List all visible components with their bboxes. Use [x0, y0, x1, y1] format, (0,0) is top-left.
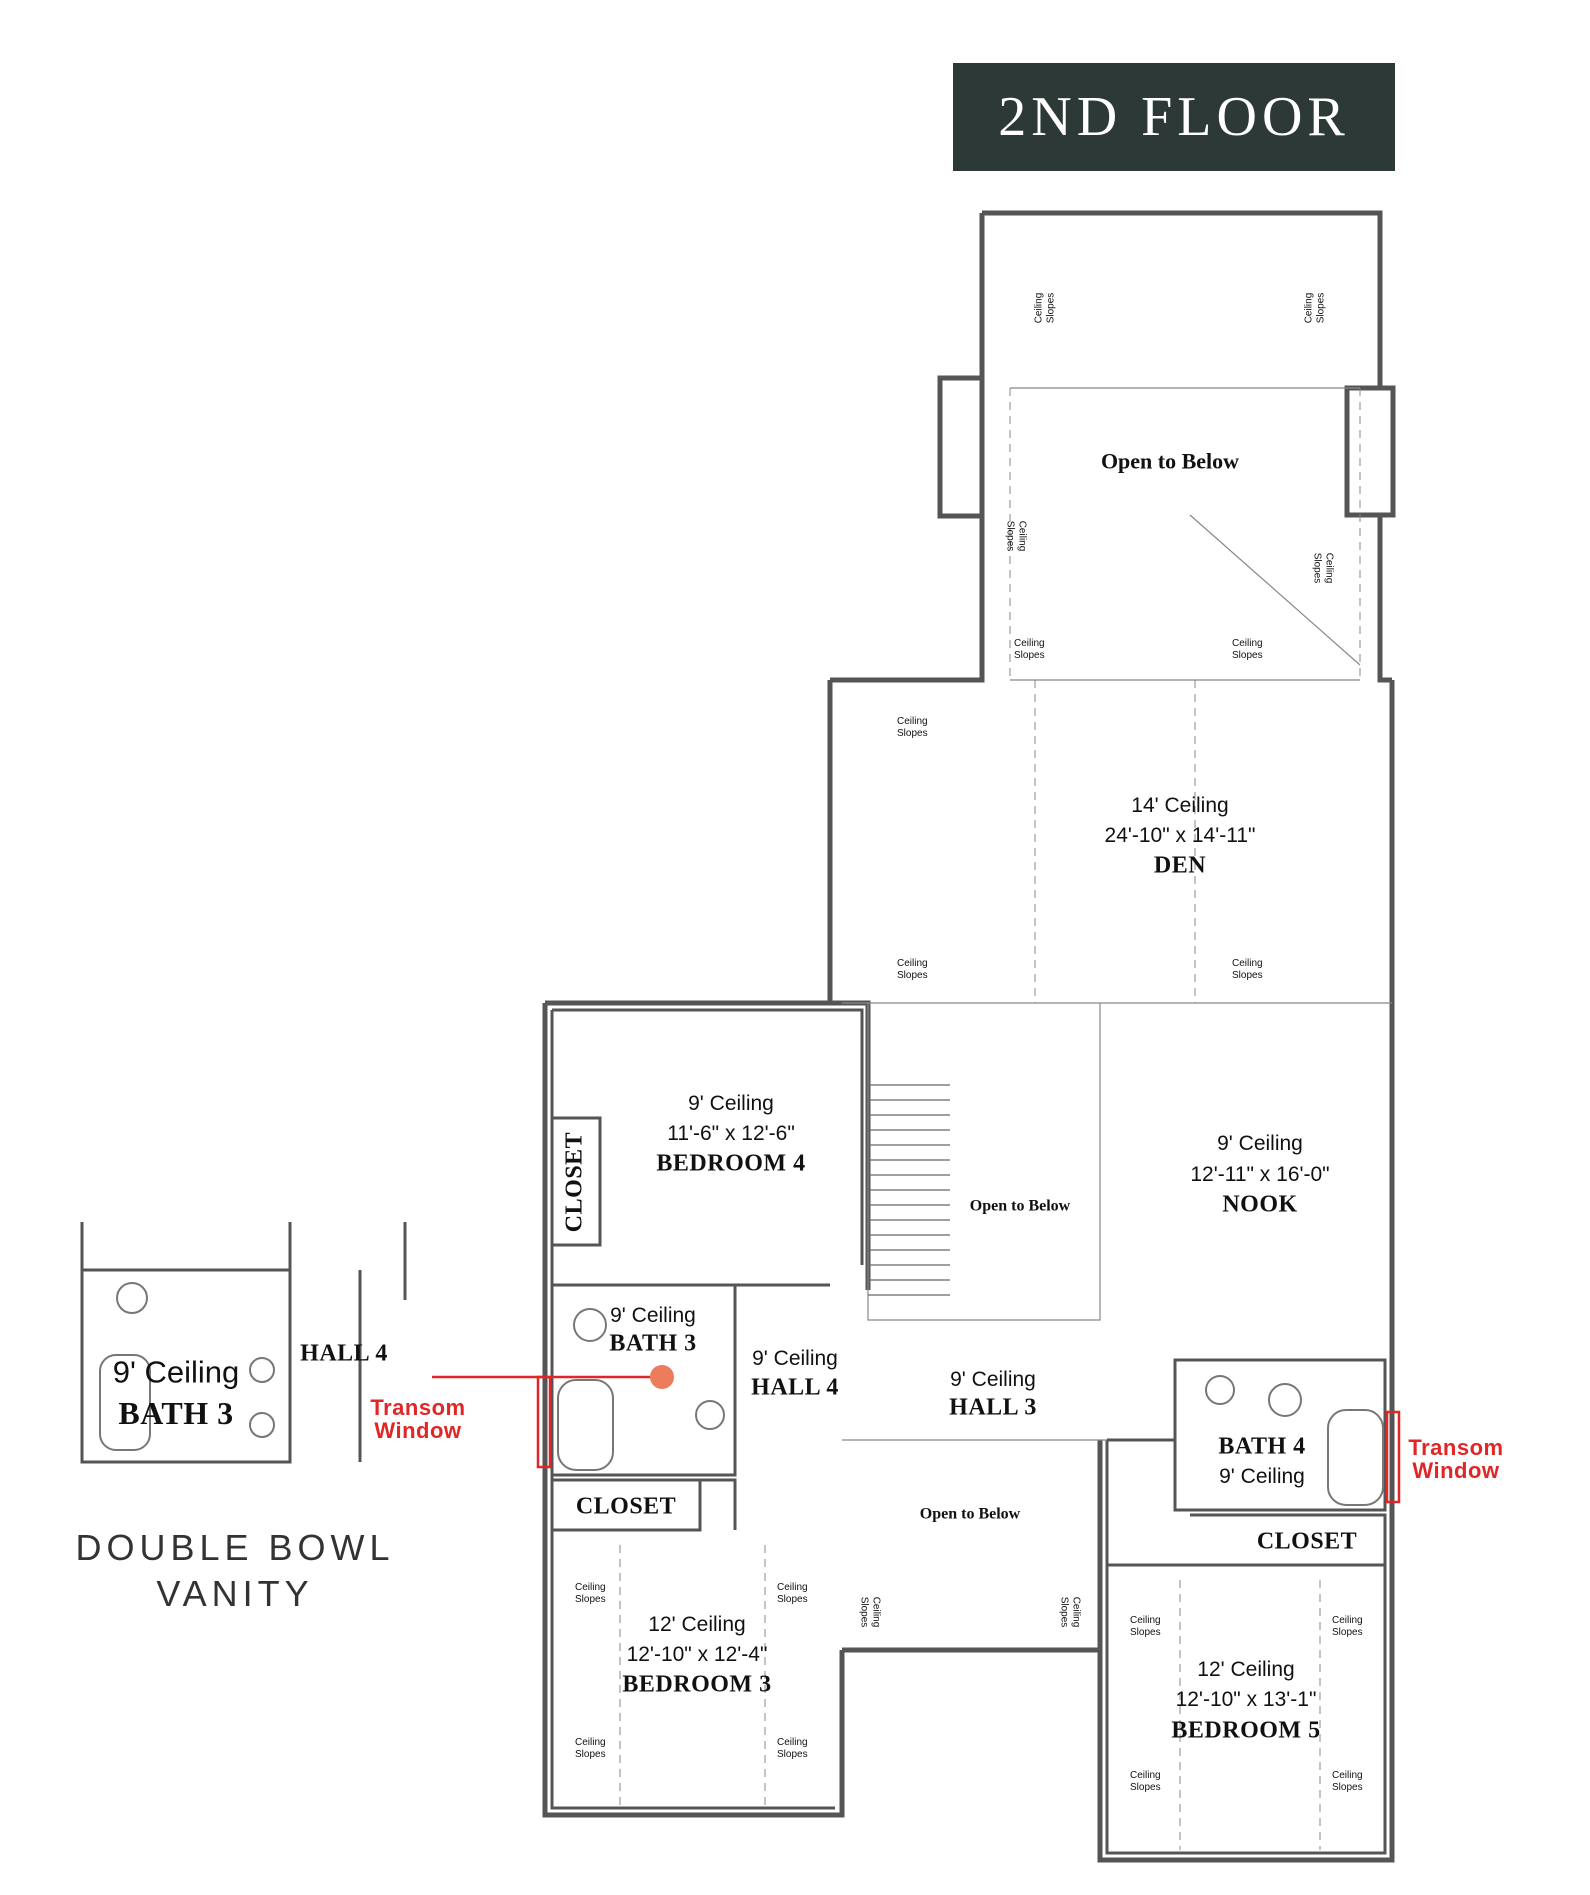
bedroom3-name: BEDROOM 3 — [622, 1671, 772, 1698]
den-dimensions: 24'-10" x 14'-11" — [1104, 823, 1256, 847]
open-to-below-upper: Open to Below — [1100, 448, 1240, 474]
floor-title-banner: 2ND FLOOR — [953, 63, 1395, 171]
bedroom4-name: BEDROOM 4 — [656, 1150, 806, 1177]
bedroom5-dimensions: 12'-10" x 13'-1" — [1175, 1687, 1317, 1711]
floor-title: 2ND FLOOR — [998, 86, 1350, 148]
inset-tub — [99, 1354, 151, 1451]
bedroom5-closet: CLOSET — [1256, 1528, 1358, 1555]
den-ceiling: 14' Ceiling — [1131, 793, 1229, 817]
transom-pointer-dot — [650, 1365, 674, 1389]
bath3-name: BATH 3 — [609, 1330, 697, 1357]
transom-window-label-left: Transom Window — [370, 1395, 466, 1443]
transom-window-label-right: Transom Window — [1408, 1435, 1504, 1483]
inset-wall — [80, 1222, 407, 1464]
bath3-tub — [557, 1379, 614, 1471]
hall4-name: HALL 4 — [751, 1374, 839, 1401]
double-bowl-vanity-caption: DOUBLE BOWL VANITY — [75, 1527, 395, 1614]
bedroom4-closet: CLOSET — [561, 1131, 588, 1233]
bath4-name: BATH 4 — [1218, 1433, 1306, 1460]
hall3-name: HALL 3 — [949, 1394, 1037, 1421]
left-bay — [937, 375, 985, 519]
bath4-tub — [1327, 1409, 1384, 1506]
nook-name: NOOK — [1222, 1191, 1298, 1218]
transom-window-bath4 — [1385, 1410, 1401, 1504]
inset-bath-name: BATH 3 — [118, 1395, 234, 1432]
bedroom4-ceiling: 9' Ceiling — [688, 1091, 774, 1115]
inset-bath-ceiling: 9' Ceiling — [112, 1354, 240, 1390]
main-outer-wall — [827, 680, 1395, 1863]
bedroom3-ceiling: 12' Ceiling — [648, 1612, 746, 1636]
bath4-ceiling: 9' Ceiling — [1219, 1464, 1305, 1488]
open-to-below-stair: Open to Below — [969, 1197, 1071, 1215]
bedroom3-closet: CLOSET — [575, 1493, 677, 1520]
den-name: DEN — [1153, 852, 1207, 879]
nook-ceiling: 9' Ceiling — [1217, 1131, 1303, 1155]
bedroom5-name: BEDROOM 5 — [1171, 1717, 1321, 1744]
right-bay — [1344, 385, 1396, 518]
hall4-ceiling: 9' Ceiling — [752, 1346, 838, 1370]
nook-dimensions: 12'-11" x 16'-0" — [1190, 1162, 1330, 1186]
bedroom5-ceiling: 12' Ceiling — [1197, 1657, 1295, 1681]
hall3-ceiling: 9' Ceiling — [950, 1367, 1036, 1391]
open-to-below-lower: Open to Below — [919, 1505, 1021, 1523]
bedroom3-dimensions: 12'-10" x 12'-4" — [626, 1642, 768, 1666]
inset-hall-name: HALL 4 — [300, 1340, 388, 1367]
upper-wing-wall — [830, 210, 1392, 683]
bedroom4-dimensions: 11'-6" x 12'-6" — [667, 1121, 795, 1145]
bath3-ceiling: 9' Ceiling — [610, 1303, 696, 1327]
